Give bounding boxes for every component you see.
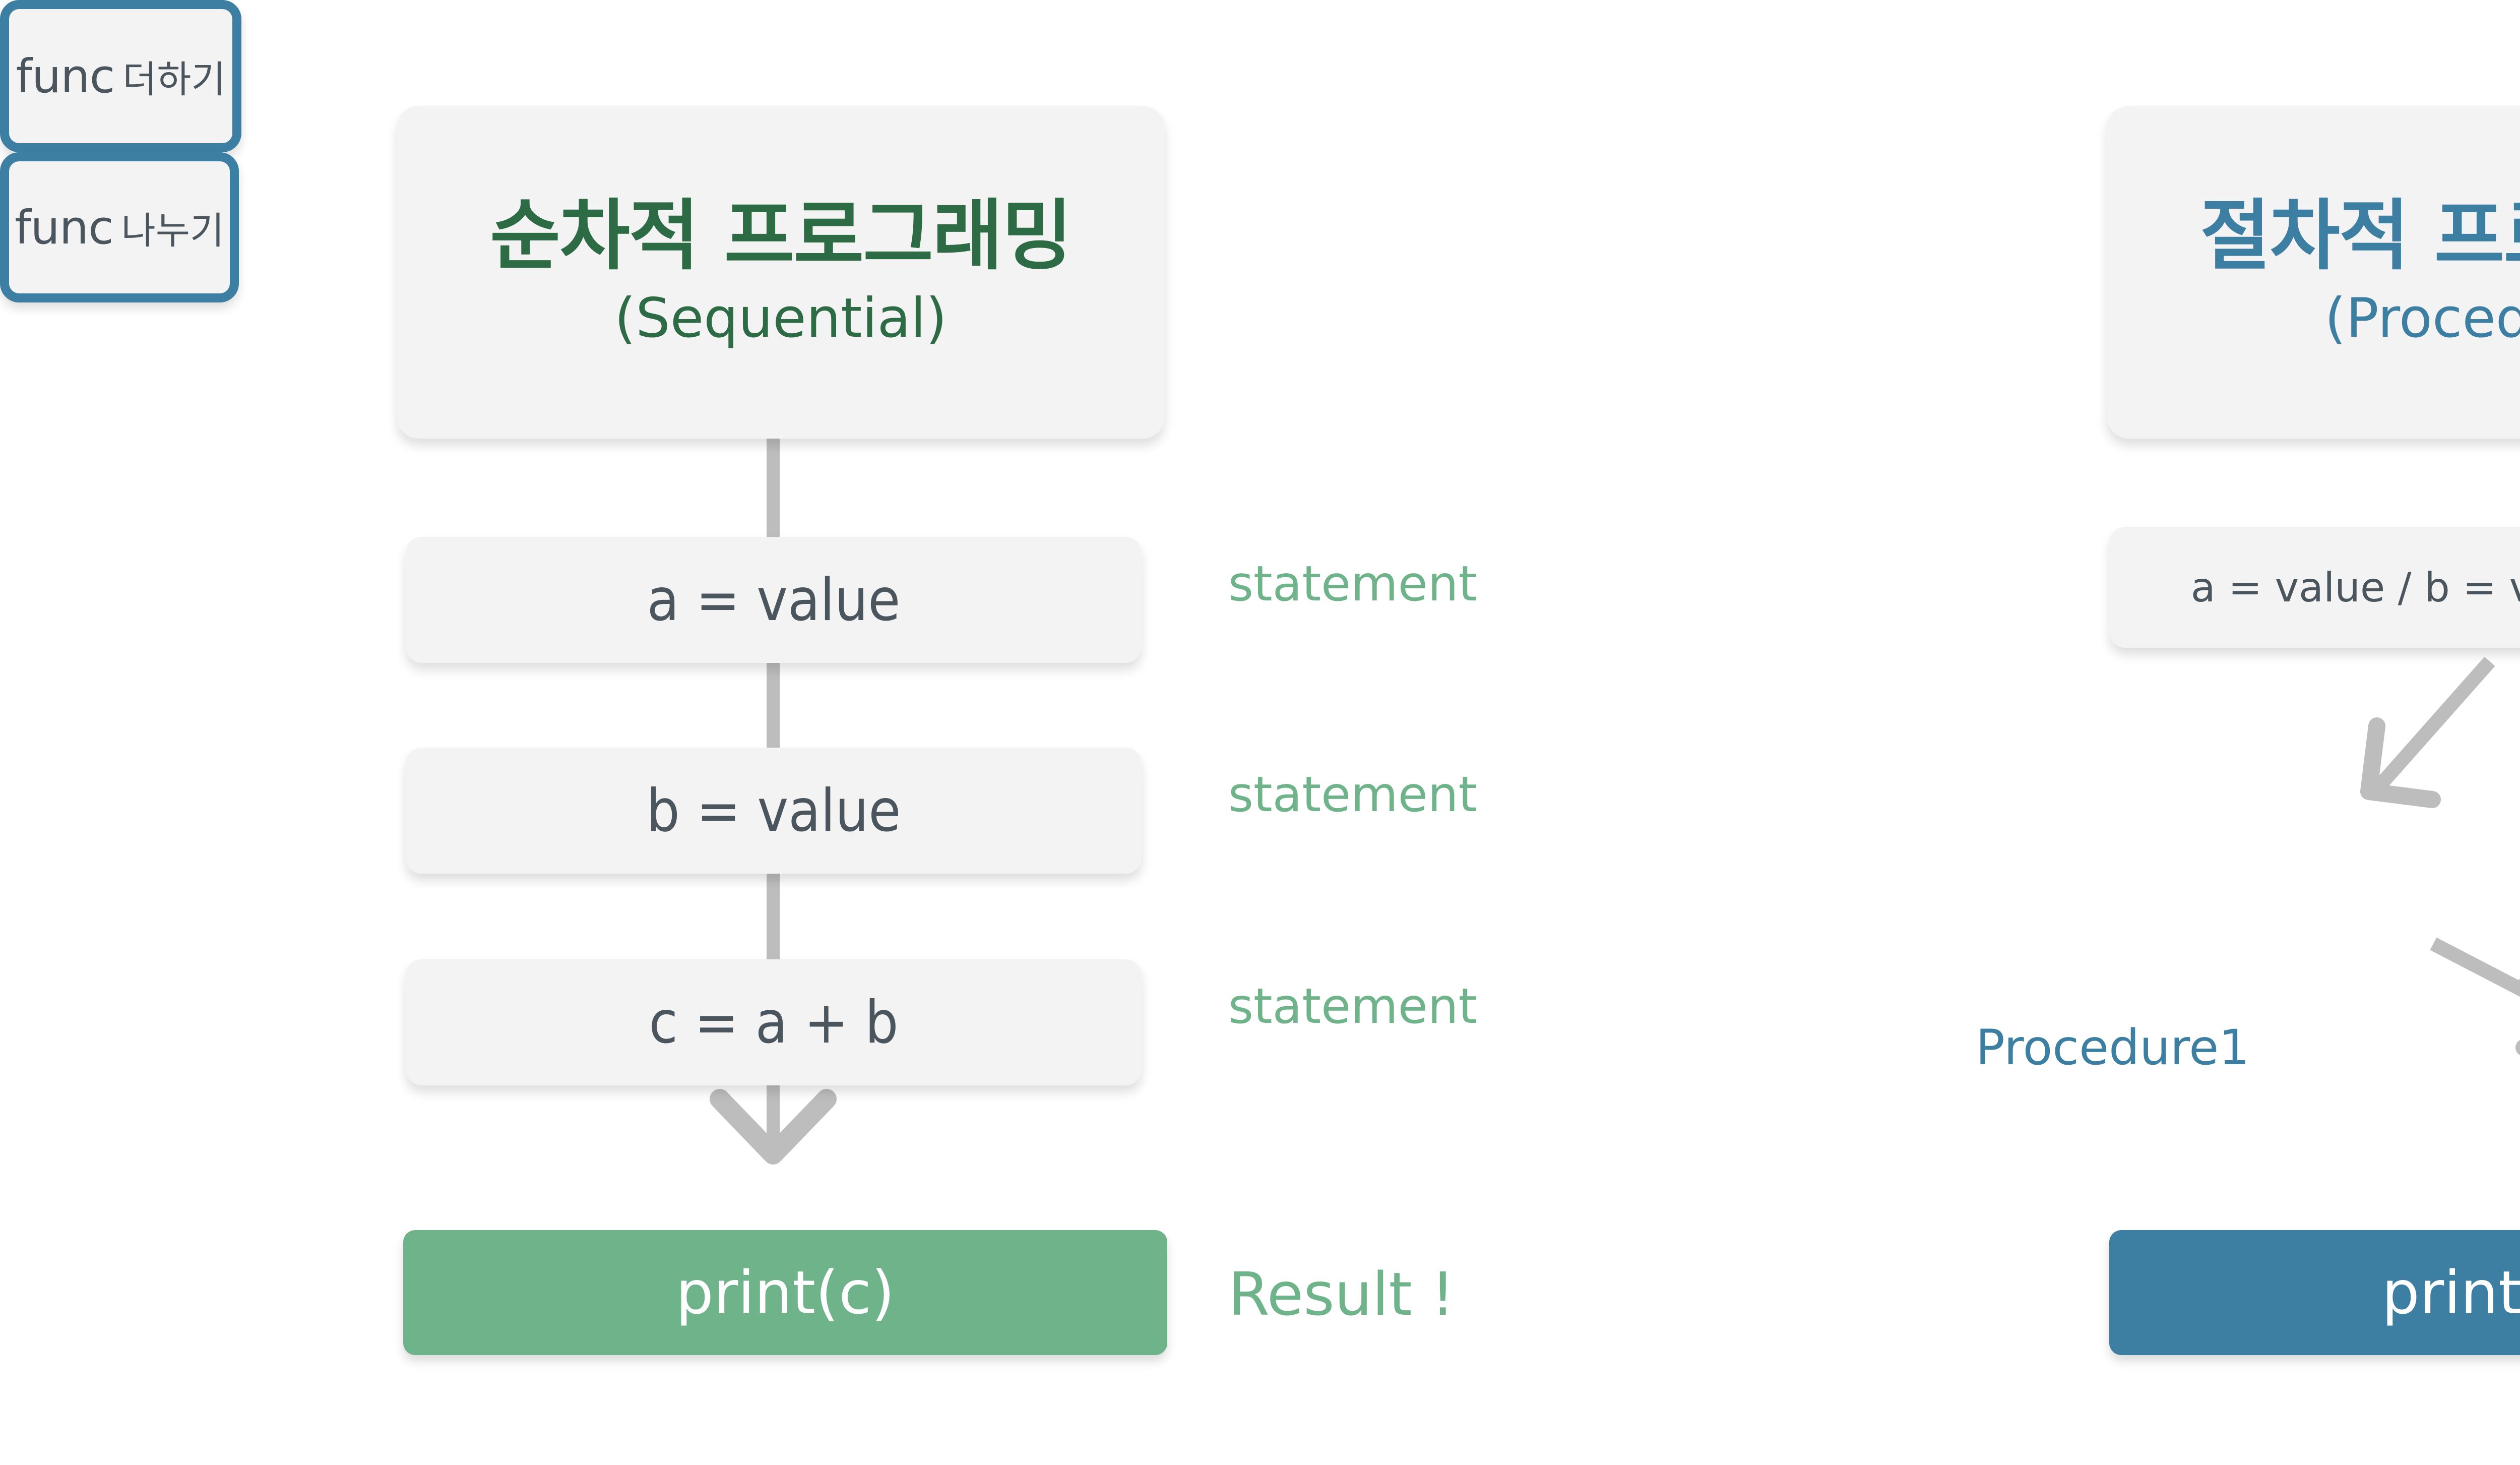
- global-data-code: a = value / b = value / c = ...: [2190, 564, 2520, 611]
- left-statement-code-2: b = value: [646, 776, 901, 845]
- right-header-title: 절차적 프로그래밍: [2200, 191, 2520, 280]
- procedure-1-name: 더하기: [122, 57, 226, 101]
- connector-procedure1-to-procedure2: [2424, 933, 2520, 1084]
- left-statement-box-3[interactable]: c = a + b: [406, 959, 1142, 1085]
- procedure-1-keyword: func: [16, 49, 115, 103]
- left-statement-annotation-2: statement: [1228, 766, 1478, 823]
- left-result-button-label: print(c): [675, 1258, 895, 1327]
- right-result-button-label: print(c): [2381, 1258, 2520, 1327]
- left-statement-annotation-3: statement: [1228, 978, 1478, 1034]
- left-statement-code-3: c = a + b: [649, 988, 899, 1057]
- right-result-button[interactable]: print(c): [2109, 1230, 2520, 1355]
- left-statement-code-1: a = value: [647, 566, 901, 634]
- global-data-box[interactable]: a = value / b = value / c = ...: [2109, 527, 2520, 648]
- left-statement-box-1[interactable]: a = value: [406, 537, 1142, 663]
- procedure-2-name: 나누기: [121, 209, 224, 253]
- right-header-card: 절차적 프로그래밍 (Procedural): [2107, 106, 2520, 439]
- left-statement-annotation-1: statement: [1228, 556, 1478, 612]
- left-statement-box-2[interactable]: b = value: [406, 748, 1142, 874]
- connector-global-to-procedure1: [2339, 650, 2520, 817]
- left-result-button[interactable]: print(c): [403, 1230, 1167, 1355]
- left-header-title: 순차적 프로그래밍: [490, 191, 1073, 280]
- procedure-2-keyword: func: [15, 200, 114, 255]
- left-header-subtitle: (Sequential): [614, 287, 947, 350]
- procedure-1-annotation: Procedure1: [1976, 1019, 2250, 1076]
- left-header-card: 순차적 프로그래밍 (Sequential): [397, 106, 1165, 439]
- left-result-annotation: Result !: [1228, 1259, 1455, 1329]
- right-header-subtitle: (Procedural): [2324, 287, 2520, 350]
